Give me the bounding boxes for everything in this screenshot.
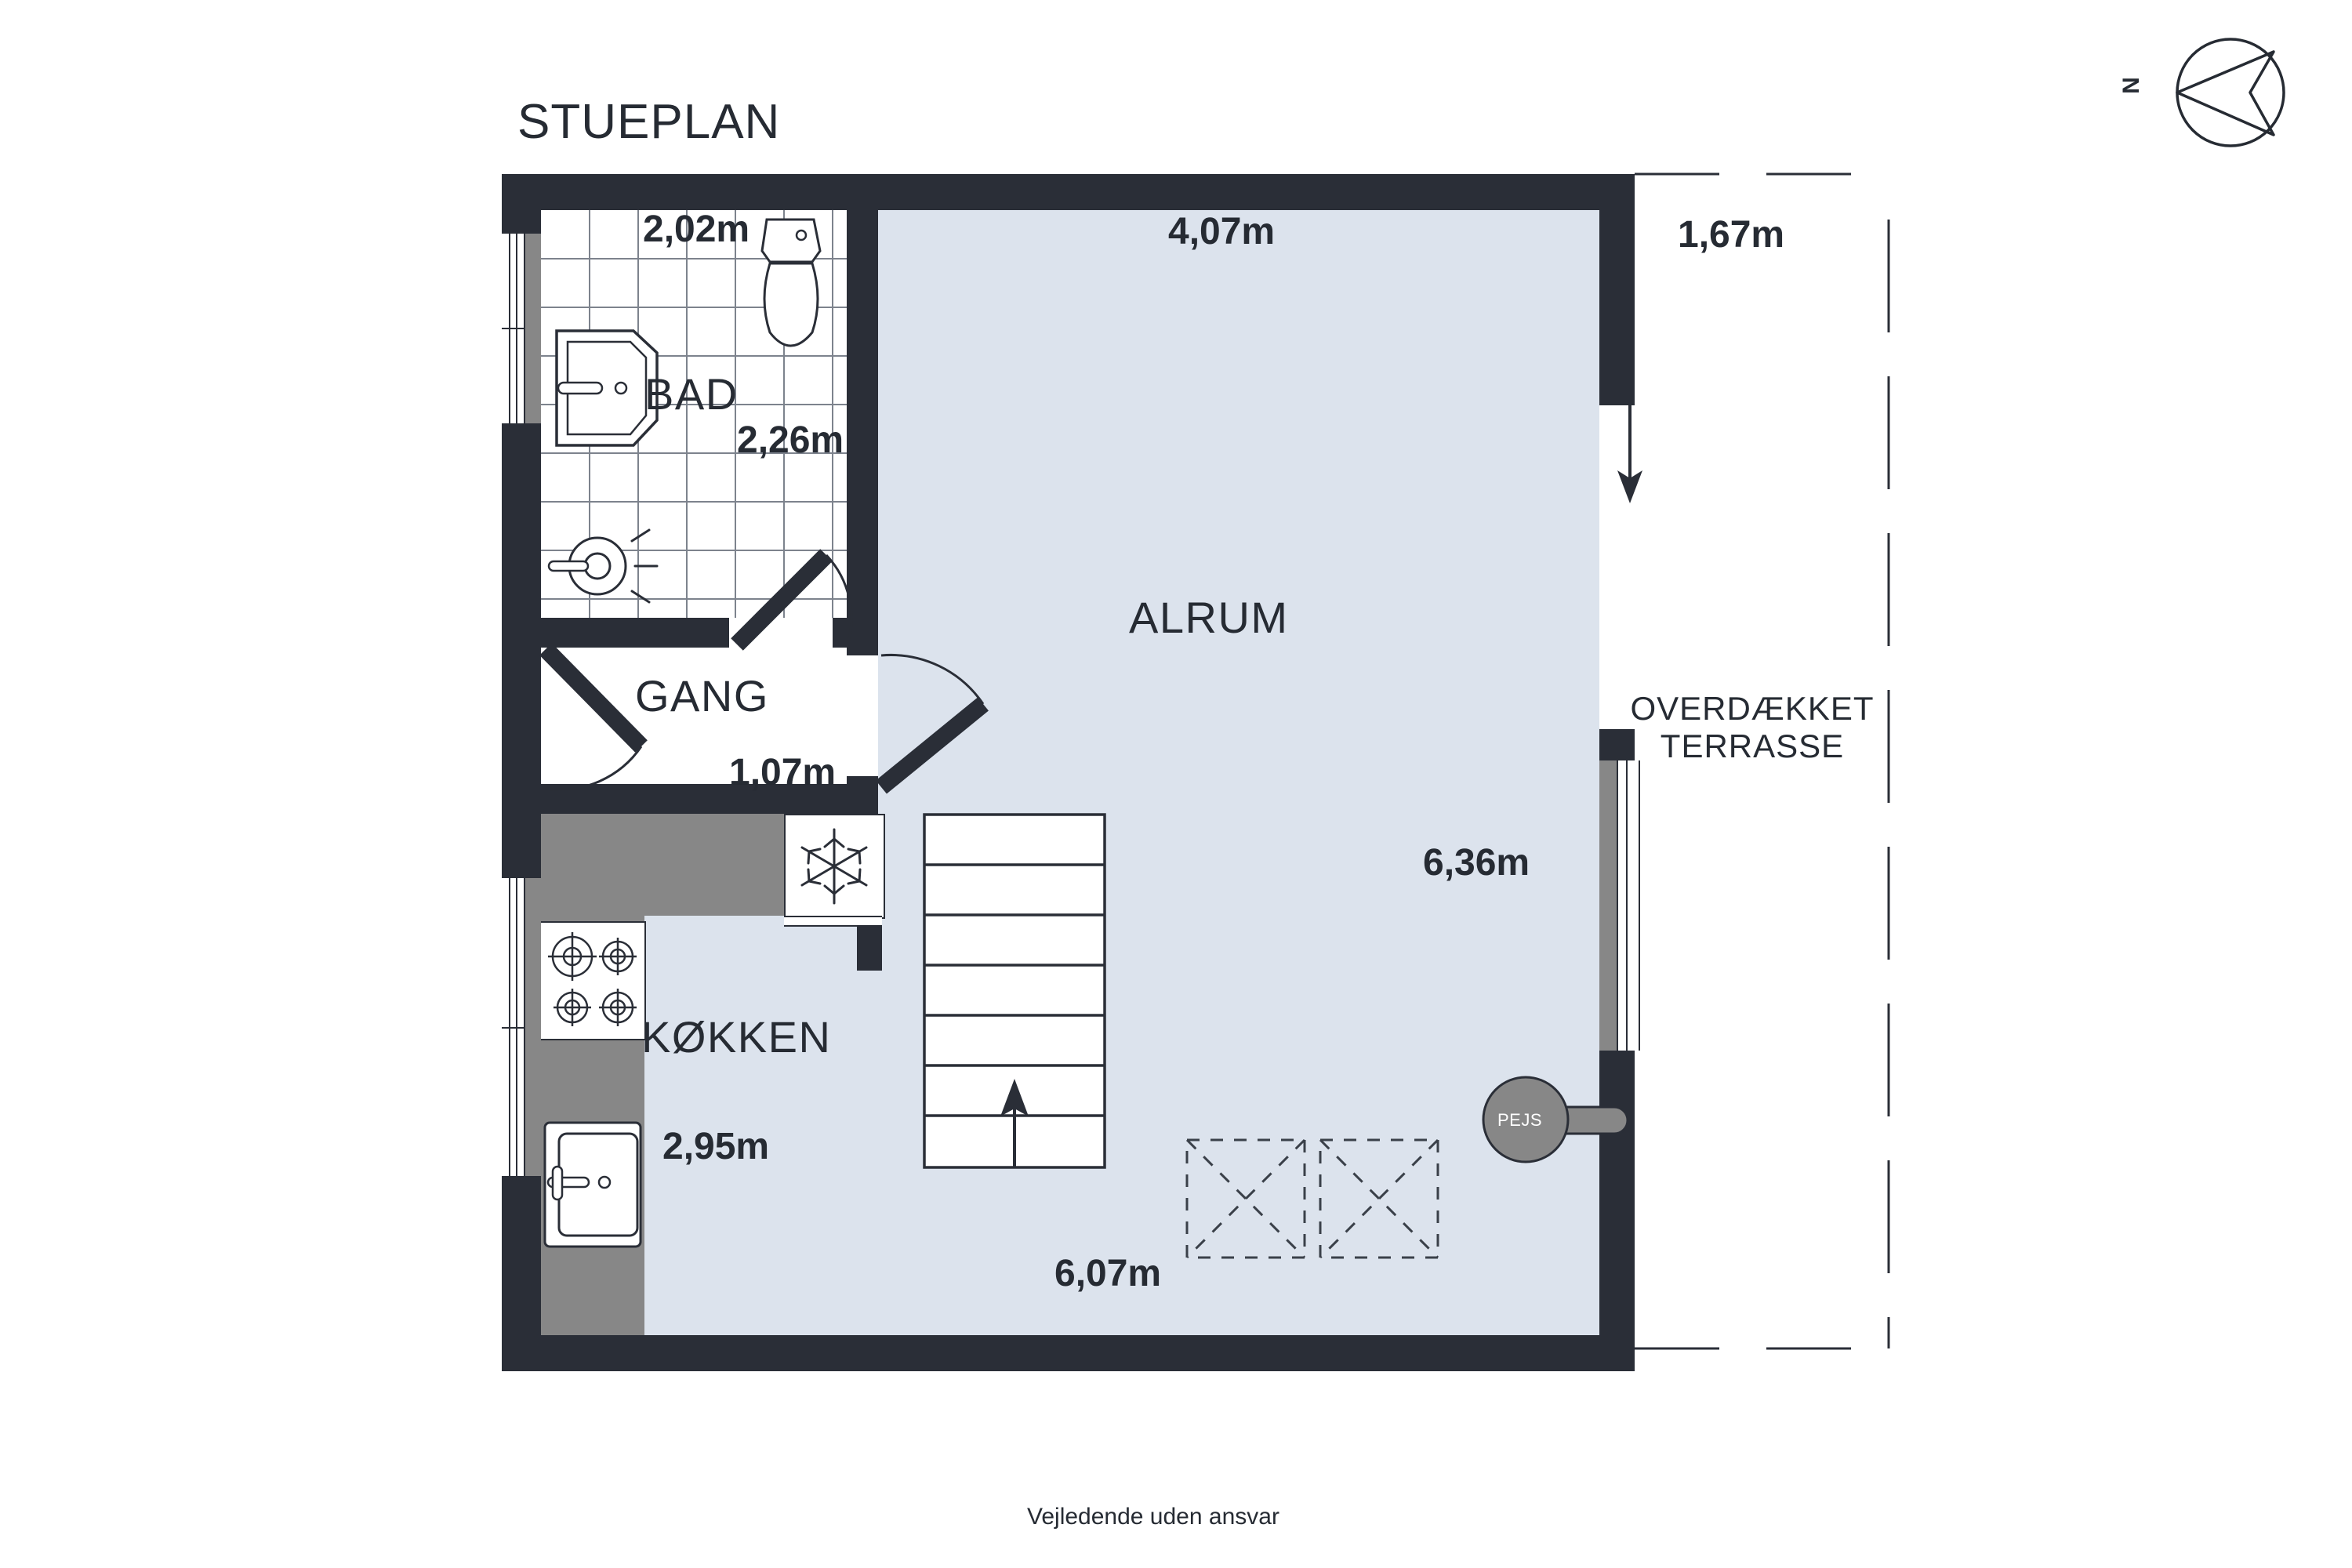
fireplace-label: PEJS bbox=[1497, 1110, 1543, 1130]
fireplace: PEJS bbox=[1482, 1076, 1639, 1163]
terrace-door-glass[interactable] bbox=[1617, 760, 1640, 1051]
room-label-bad: BAD bbox=[644, 369, 739, 419]
compass-rose: N bbox=[2117, 24, 2321, 165]
sink-icon bbox=[543, 1121, 642, 1248]
stairs-up-arrow-icon bbox=[1000, 1079, 1029, 1167]
snowflake-icon bbox=[800, 828, 868, 905]
window-kokken-frame bbox=[524, 878, 541, 1176]
window-bad-glass bbox=[502, 234, 525, 423]
exterior-wall-right-a bbox=[1599, 174, 1635, 405]
interior-wall-bad-alrum bbox=[847, 174, 878, 618]
exterior-wall-left-c bbox=[502, 619, 541, 800]
disclaimer-text: Vejledende uden ansvar bbox=[1027, 1504, 1279, 1530]
terrace-depth-arrowhead bbox=[1617, 470, 1642, 503]
interior-wall-gang-alrum-bottom-stub bbox=[847, 776, 878, 814]
door-entry-gang[interactable] bbox=[539, 643, 713, 801]
terrace-door-frame bbox=[1599, 760, 1617, 1051]
exterior-wall-bottom bbox=[502, 1335, 1635, 1371]
interior-wall-bad-bottom-left bbox=[502, 618, 729, 648]
dimension-alrum-bottom: 6,07m bbox=[1054, 1253, 1162, 1294]
stairs bbox=[923, 813, 1106, 1169]
fridge bbox=[784, 814, 885, 919]
cooktop bbox=[541, 921, 646, 1040]
room-label-alrum: ALRUM bbox=[1129, 593, 1289, 642]
floor-drain-icon bbox=[547, 528, 659, 604]
dimension-bad-depth: 2,26m bbox=[737, 419, 844, 461]
dimension-alrum-top: 4,07m bbox=[1168, 211, 1276, 252]
terrace-label-line2: TERRASSE bbox=[1660, 728, 1845, 765]
dimension-bad-width: 2,02m bbox=[643, 209, 750, 250]
terrace-outline bbox=[1617, 172, 1890, 1350]
room-label-kokken: KØKKEN bbox=[641, 1012, 832, 1062]
dimension-gang-width: 1,07m bbox=[729, 752, 837, 793]
exterior-wall-right-c bbox=[1599, 1051, 1635, 1371]
dimension-kokken-width: 2,95m bbox=[662, 1126, 770, 1167]
page-title: STUEPLAN bbox=[517, 95, 781, 149]
exterior-wall-top bbox=[502, 174, 1635, 210]
exterior-wall-left-e bbox=[502, 1176, 541, 1371]
terrace-label: OVERDÆKKET TERRASSE bbox=[1603, 690, 1901, 766]
compass-north-label: N bbox=[2118, 77, 2144, 94]
door-bad[interactable] bbox=[731, 510, 895, 651]
dimension-terrace-width: 1,67m bbox=[1678, 214, 1785, 256]
fireplace-shape bbox=[1482, 1076, 1629, 1163]
room-label-gang: GANG bbox=[635, 671, 769, 720]
compass-rose-icon bbox=[2176, 38, 2285, 147]
dimension-alrum-right: 6,36m bbox=[1423, 842, 1530, 884]
window-kokken-glass bbox=[502, 878, 525, 1176]
exterior-wall-left-a bbox=[502, 174, 541, 234]
kitchen-counter-top bbox=[541, 814, 784, 916]
door-gang-alrum[interactable] bbox=[876, 632, 1049, 812]
toilet-icon bbox=[760, 218, 822, 347]
ceiling-hatch-markers bbox=[1185, 1138, 1439, 1259]
exterior-wall-right-b bbox=[1599, 729, 1635, 760]
washbasin-icon bbox=[555, 329, 659, 447]
fridge-door-line bbox=[784, 916, 882, 927]
window-bad-frame bbox=[524, 234, 541, 423]
exterior-wall-left-b bbox=[502, 423, 541, 619]
cooktop-burners-icon bbox=[548, 932, 637, 1026]
terrace-label-line1: OVERDÆKKET bbox=[1630, 690, 1875, 727]
